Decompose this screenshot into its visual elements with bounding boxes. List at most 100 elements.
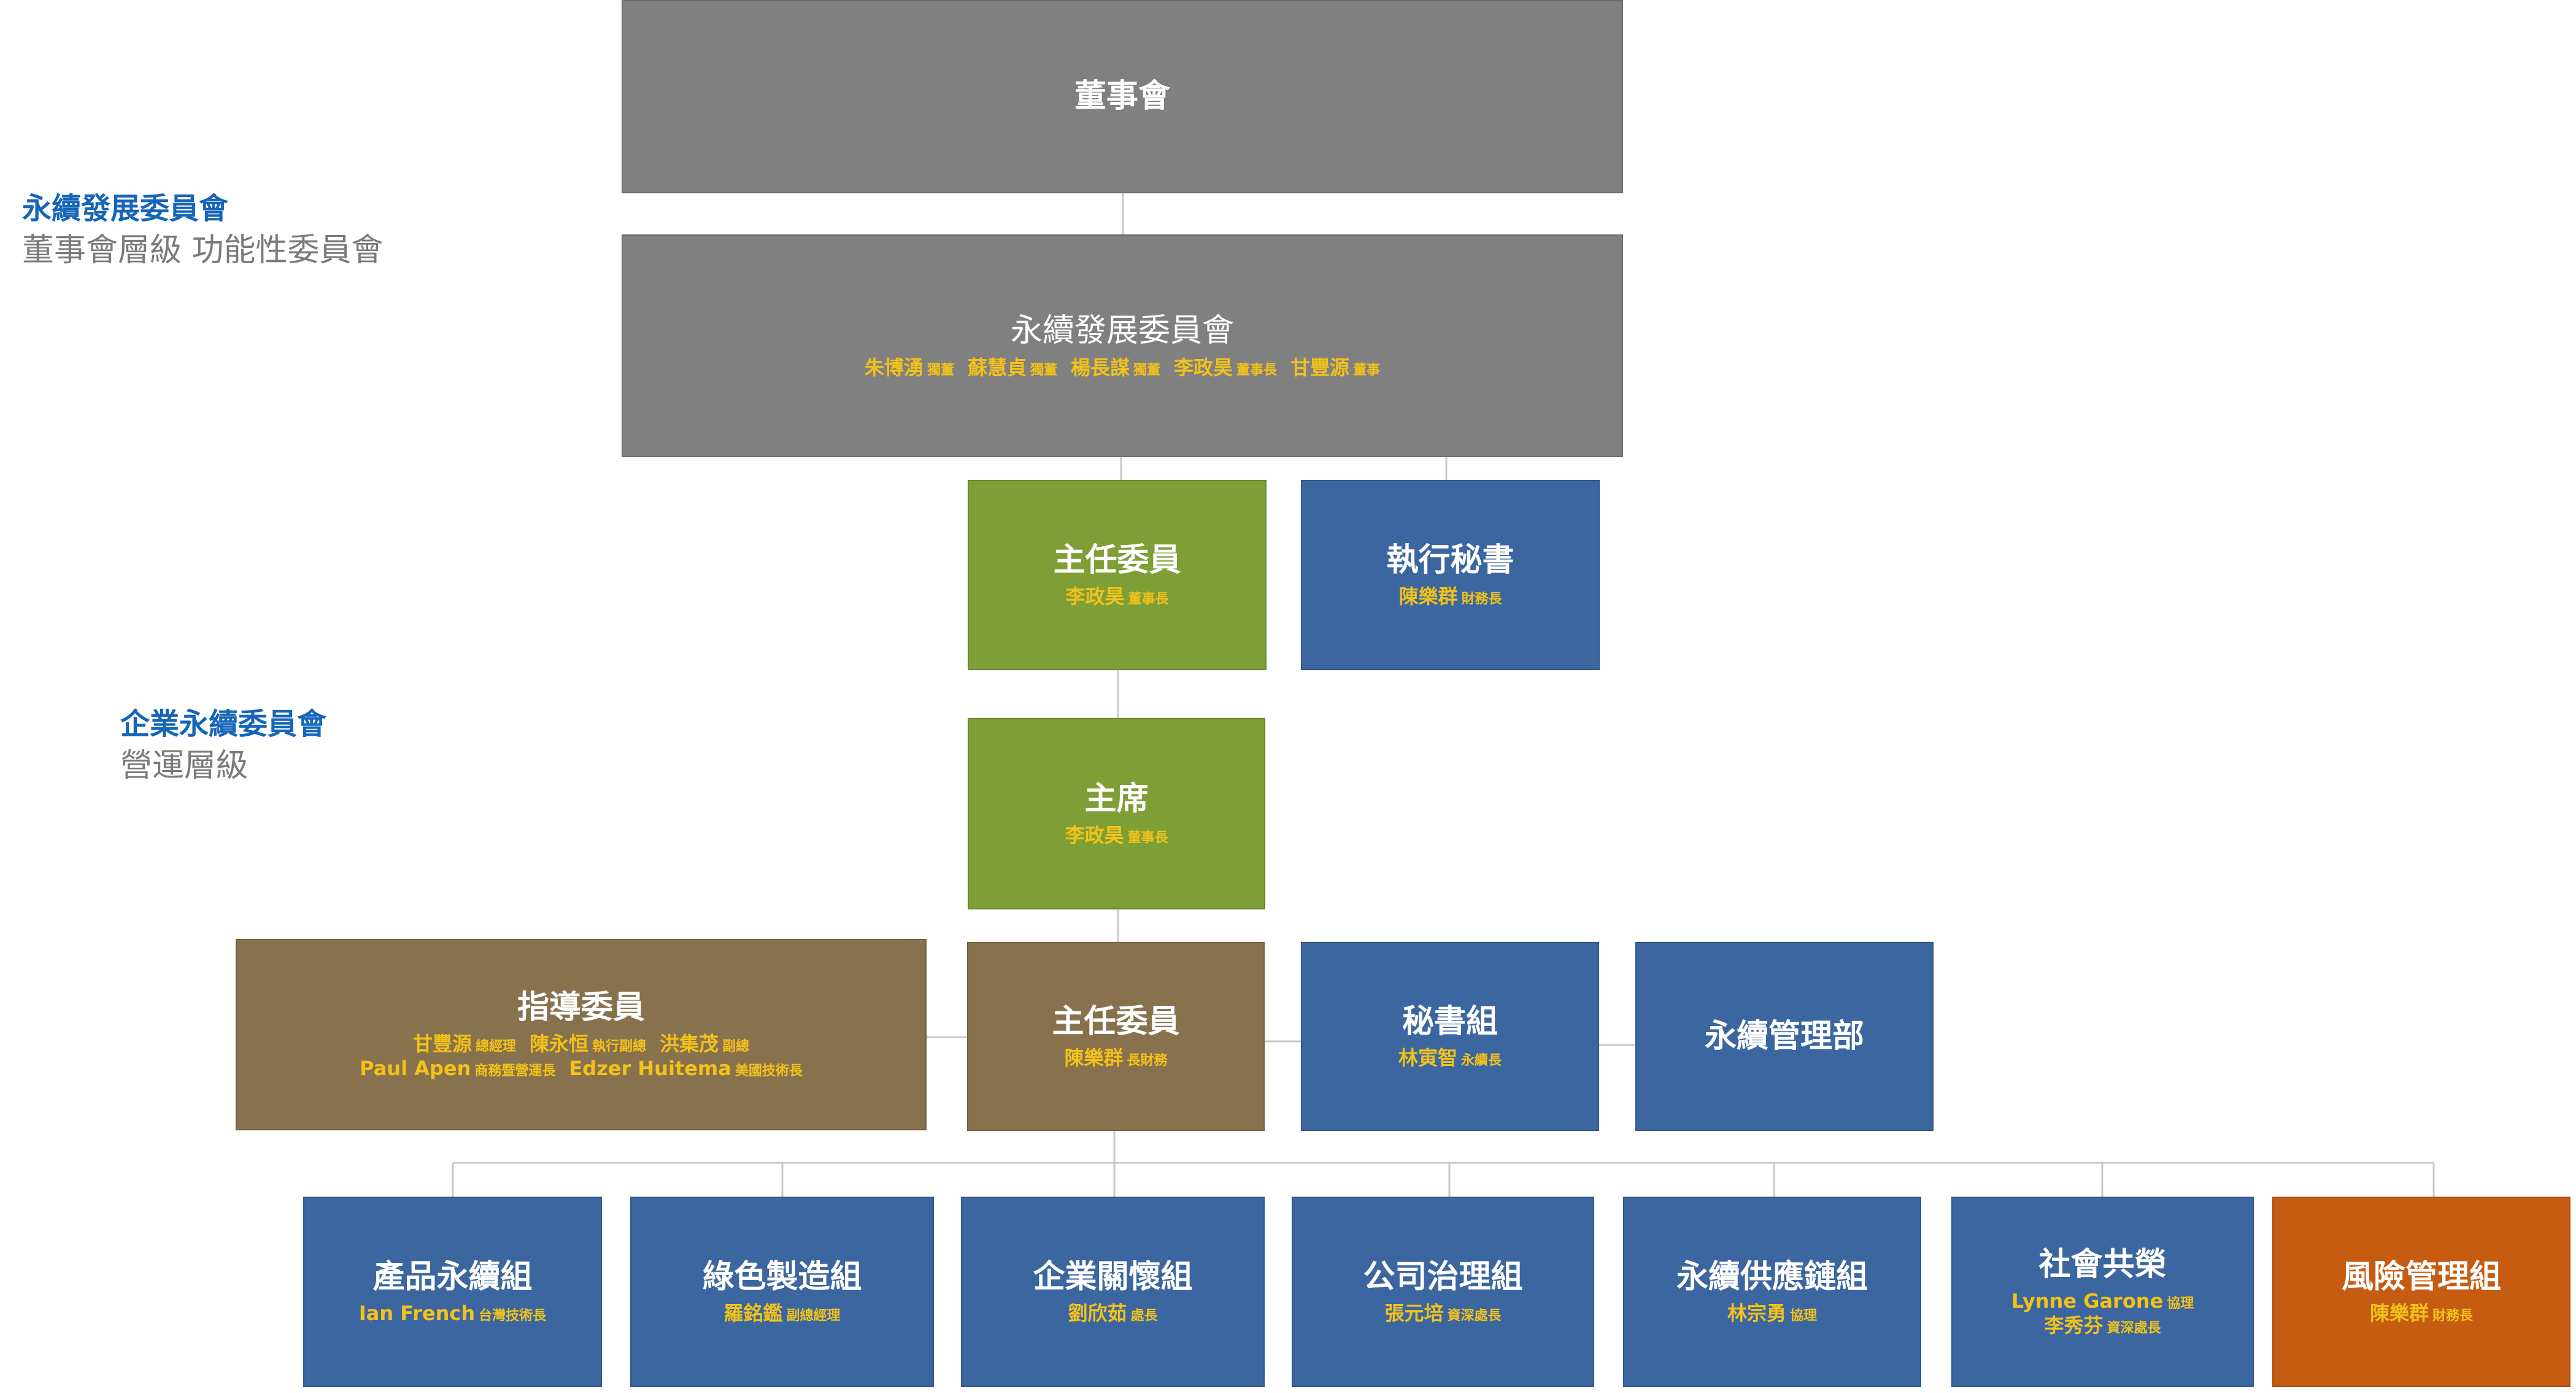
- member-role: 台灣技術長: [479, 1308, 547, 1324]
- director-box: 主任委員李政昊董事長: [968, 480, 1267, 670]
- member-name: 朱博湧: [864, 355, 924, 379]
- board-box: 董事會: [622, 0, 1623, 193]
- member-role: 副總: [722, 1039, 750, 1055]
- board-level-title: 永續發展委員會: [22, 191, 229, 226]
- member-role: 獨董: [1030, 362, 1057, 378]
- member-list: 張元培資深處長: [1384, 1301, 1501, 1325]
- box-title: 公司治理組: [1363, 1258, 1523, 1295]
- member-name: 甘豐源: [412, 1032, 472, 1056]
- member-role: 處長: [1130, 1308, 1158, 1324]
- member-name: 甘豐源: [1290, 355, 1350, 379]
- member-role: 財務長: [1461, 592, 1502, 608]
- member-list: 林宗勇協理: [1727, 1301, 1817, 1325]
- green-mfg-group-box: 綠色製造組羅銘鑑副總經理: [630, 1197, 934, 1387]
- box-title: 主席: [1084, 780, 1149, 817]
- box-title: 企業關懷組: [1033, 1258, 1193, 1295]
- member-role: 董事長: [1127, 830, 1168, 846]
- member-name: 陳樂群: [1398, 585, 1458, 609]
- member: 陳永恒執行副總: [530, 1032, 660, 1055]
- member-name: 羅銘鑑: [723, 1302, 783, 1325]
- member-role: 獨董: [927, 362, 954, 378]
- member-name: 洪集茂: [660, 1032, 719, 1056]
- member-line: 林寅智永續長: [1398, 1046, 1502, 1070]
- box-title: 董事會: [1074, 78, 1170, 115]
- member-name: 蘇慧貞: [967, 355, 1027, 379]
- member-list: 林寅智永續長: [1398, 1046, 1502, 1070]
- member: 陳樂群長財務: [1064, 1046, 1168, 1070]
- member: 羅銘鑑副總經理: [723, 1302, 841, 1325]
- box-title: 永續發展委員會: [1010, 312, 1234, 350]
- member-line: 張元培資深處長: [1384, 1301, 1501, 1325]
- box-title: 永續供應鏈組: [1676, 1258, 1868, 1295]
- member: 陳樂群財務長: [2370, 1302, 2474, 1325]
- member-role: 董事: [1353, 362, 1381, 378]
- chair-box: 主席李政昊董事長: [968, 718, 1265, 909]
- member-list: 李政昊董事長: [1065, 584, 1168, 609]
- member-role: 財務長: [2432, 1308, 2474, 1324]
- member: 劉欣茹處長: [1068, 1302, 1158, 1325]
- sd-committee-box: 永續發展委員會朱博湧獨董蘇慧貞獨董楊長謀獨董李政昊董事長甘豐源董事: [622, 234, 1623, 457]
- member-role: 獨董: [1133, 362, 1161, 378]
- member-role: 資深處長: [2107, 1321, 2161, 1337]
- box-title: 執行秘書: [1386, 541, 1514, 579]
- member-name: 陳樂群: [2369, 1302, 2429, 1325]
- member: 陳樂群財務長: [1398, 585, 1502, 608]
- member-role: 副總經理: [786, 1308, 841, 1324]
- box-title: 指導委員: [517, 989, 645, 1026]
- box-title: 永續管理部: [1704, 1017, 1864, 1055]
- member-list: 劉欣茹處長: [1068, 1301, 1157, 1325]
- member-name: Lynne Garone: [2011, 1289, 2164, 1313]
- member-role: 協理: [1790, 1308, 1818, 1324]
- member-list: 李政昊董事長: [1065, 823, 1168, 847]
- member-name: 李秀芬: [2044, 1314, 2104, 1338]
- member-line: 陳樂群長財務: [1064, 1046, 1167, 1070]
- secretariat-box: 秘書組林寅智永續長: [1301, 942, 1599, 1131]
- member-list: 陳樂群財務長: [1398, 584, 1502, 609]
- box-title: 秘書組: [1402, 1003, 1498, 1040]
- esg-dept-box: 永續管理部: [1635, 942, 1934, 1131]
- member-line: 李政昊董事長: [1065, 823, 1168, 847]
- box-title: 產品永續組: [372, 1258, 533, 1295]
- member-role: 總經理: [475, 1039, 516, 1055]
- member: 蘇慧貞獨董: [968, 356, 1071, 379]
- member-role: 董事長: [1128, 592, 1169, 608]
- board-level-subtitle: 董事會層級 功能性委員會: [22, 232, 384, 269]
- member-line: 羅銘鑑副總經理: [723, 1301, 840, 1325]
- member: 李秀芬資深處長: [2044, 1314, 2161, 1337]
- member-name: 劉欣茹: [1068, 1302, 1127, 1325]
- operation-level-title: 企業永續委員會: [120, 707, 327, 741]
- member-line: 陳樂群財務長: [2370, 1301, 2473, 1325]
- member-line: 李秀芬資深處長: [2011, 1313, 2194, 1338]
- member: 張元培資深處長: [1384, 1302, 1502, 1325]
- member-role: 長財務: [1127, 1053, 1168, 1069]
- box-title: 風險管理組: [2341, 1258, 2501, 1295]
- box-title: 社會共榮: [2038, 1246, 2167, 1283]
- member: 林宗勇協理: [1727, 1302, 1818, 1325]
- member-name: 李政昊: [1174, 355, 1233, 379]
- box-title: 主任委員: [1052, 1003, 1180, 1040]
- member-list: 陳樂群財務長: [2370, 1301, 2473, 1325]
- mid-director-box: 主任委員陳樂群長財務: [967, 942, 1265, 1131]
- member-list: 朱博湧獨董蘇慧貞獨董楊長謀獨董李政昊董事長甘豐源董事: [865, 355, 1380, 380]
- member: 李政昊董事長: [1174, 356, 1290, 379]
- member-line: 陳樂群財務長: [1398, 584, 1502, 609]
- member-name: Edzer Huitema: [569, 1057, 731, 1081]
- member-role: 董事長: [1236, 362, 1278, 378]
- member-list: 陳樂群長財務: [1064, 1046, 1167, 1070]
- member-name: Ian French: [358, 1302, 476, 1325]
- member-line: 朱博湧獨董蘇慧貞獨董楊長謀獨董李政昊董事長甘豐源董事: [865, 355, 1380, 380]
- member: 李政昊董事長: [1065, 824, 1168, 847]
- governance-group-box: 公司治理組張元培資深處長: [1292, 1197, 1594, 1387]
- member-role: 資深處長: [1447, 1308, 1502, 1324]
- member: 甘豐源董事: [1290, 356, 1381, 379]
